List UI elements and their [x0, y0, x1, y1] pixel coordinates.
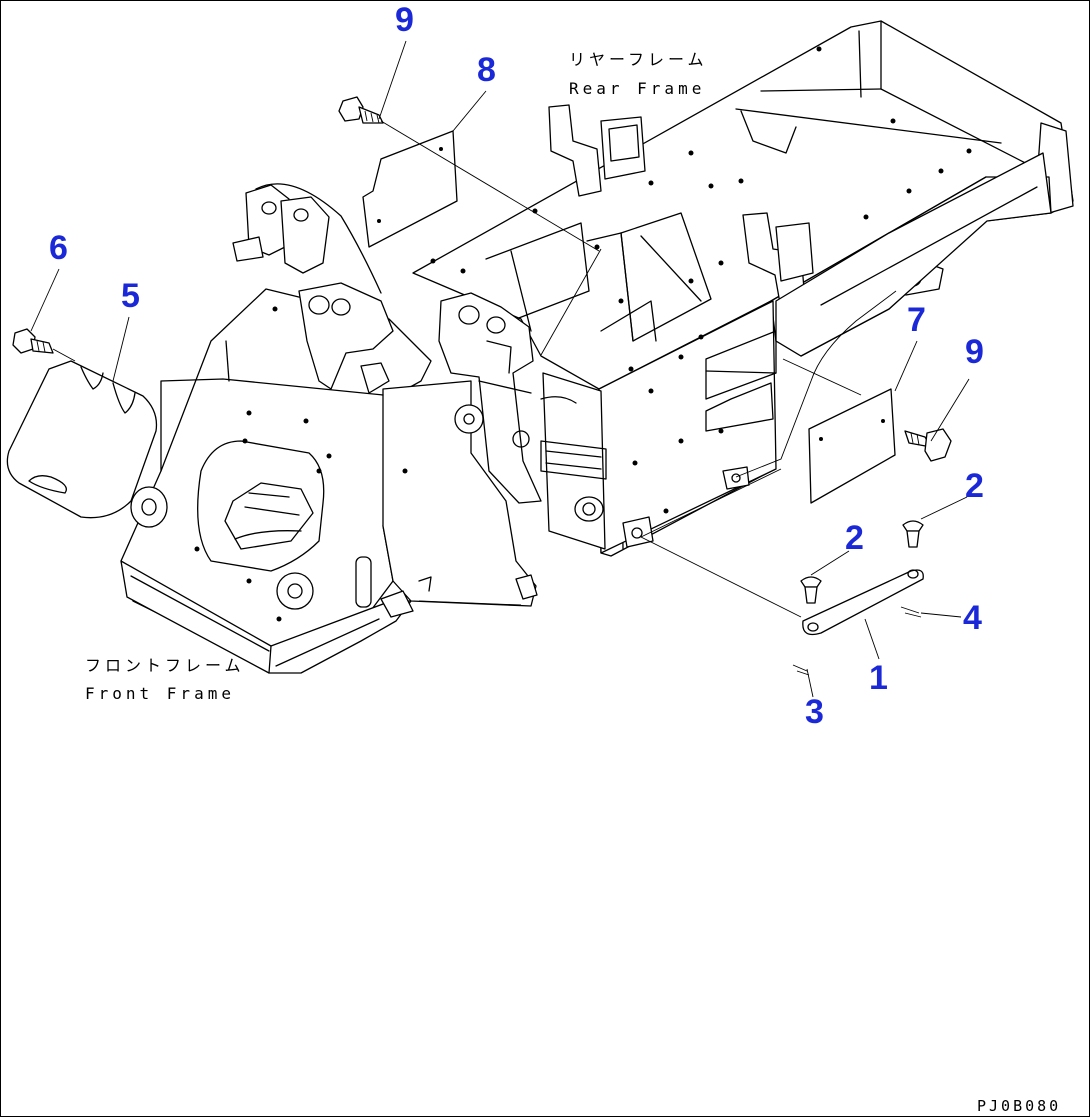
callout-7: 7	[907, 301, 926, 339]
rear-frame	[412, 20, 1074, 557]
pin-2-left	[800, 576, 822, 604]
cover-5	[6, 360, 158, 519]
part-3-mark	[792, 664, 810, 676]
callout-5: 5	[121, 277, 140, 315]
front-frame	[120, 183, 542, 674]
front-frame-label-en: Front Frame	[85, 684, 235, 703]
drawing-code: PJ0B080	[977, 1097, 1061, 1115]
rear-frame-label-jp: リヤーフレーム	[569, 50, 708, 69]
callout-2-left: 2	[845, 519, 864, 557]
pin-2-right	[902, 520, 924, 548]
callout-2-right: 2	[965, 467, 984, 505]
cover-plate-7	[808, 388, 896, 504]
bolt-9-upper	[338, 96, 384, 124]
front-frame-label-jp: フロントフレーム	[85, 656, 245, 675]
callout-8: 8	[477, 51, 496, 89]
bolt-6	[12, 328, 54, 354]
callout-1: 1	[869, 659, 888, 697]
bar-1	[802, 569, 924, 636]
part-4-mark	[900, 606, 922, 618]
leader-lines	[30, 40, 970, 698]
rear-frame-label-en: Rear Frame	[569, 79, 705, 98]
callout-9-upper: 9	[395, 1, 414, 39]
callout-6: 6	[49, 229, 68, 267]
callout-3: 3	[805, 693, 824, 731]
callout-9-right: 9	[965, 333, 984, 371]
bolt-9-right	[904, 428, 952, 462]
callout-4: 4	[963, 599, 982, 637]
